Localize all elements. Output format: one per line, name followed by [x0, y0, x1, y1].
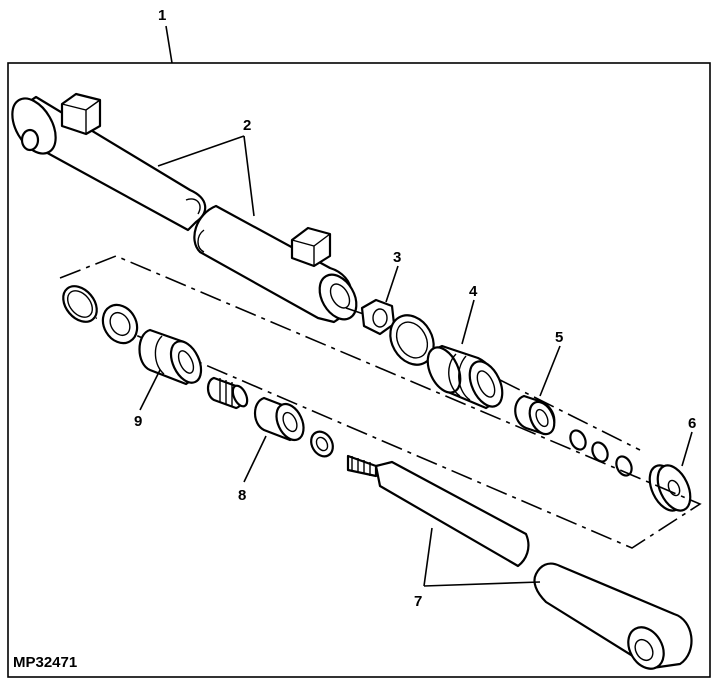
diagram-frame [7, 62, 711, 678]
leader-7b [423, 581, 541, 587]
leader-1 [165, 25, 173, 64]
o-ring-a [569, 429, 587, 451]
leader-6 [681, 431, 693, 467]
callout-6: 6 [688, 415, 696, 432]
leader-3 [385, 265, 399, 303]
leader-9 [139, 369, 161, 411]
nut [360, 298, 396, 336]
centerline-bracket [59, 255, 702, 549]
gland [138, 328, 203, 386]
callout-1: 1 [158, 7, 166, 24]
leader-2b [243, 135, 255, 217]
barrel-lower [193, 204, 358, 324]
threaded-insert [206, 376, 249, 410]
leader-5 [539, 345, 561, 397]
callout-9: 9 [134, 413, 142, 430]
callout-8: 8 [238, 487, 246, 504]
bushing [514, 394, 556, 436]
callout-5: 5 [555, 329, 563, 346]
o-ring-b [591, 441, 609, 463]
ring-seal [389, 314, 435, 366]
small-ring [310, 430, 334, 458]
figure-reference-code: MP32471 [13, 654, 77, 671]
barrel-upper [11, 92, 207, 232]
snap-ring [62, 285, 98, 323]
callout-2: 2 [243, 117, 251, 134]
callout-3: 3 [393, 249, 401, 266]
callout-4: 4 [469, 283, 478, 300]
leader-4 [461, 299, 475, 345]
callout-7: 7 [414, 593, 422, 610]
leader-7a [423, 527, 433, 587]
piston [426, 344, 504, 410]
end-washer [648, 464, 692, 512]
leader-8 [243, 435, 267, 483]
leader-2a [157, 135, 245, 167]
rod-seal [253, 396, 305, 442]
wiper-seal [101, 303, 139, 345]
piston-rod [346, 454, 693, 670]
